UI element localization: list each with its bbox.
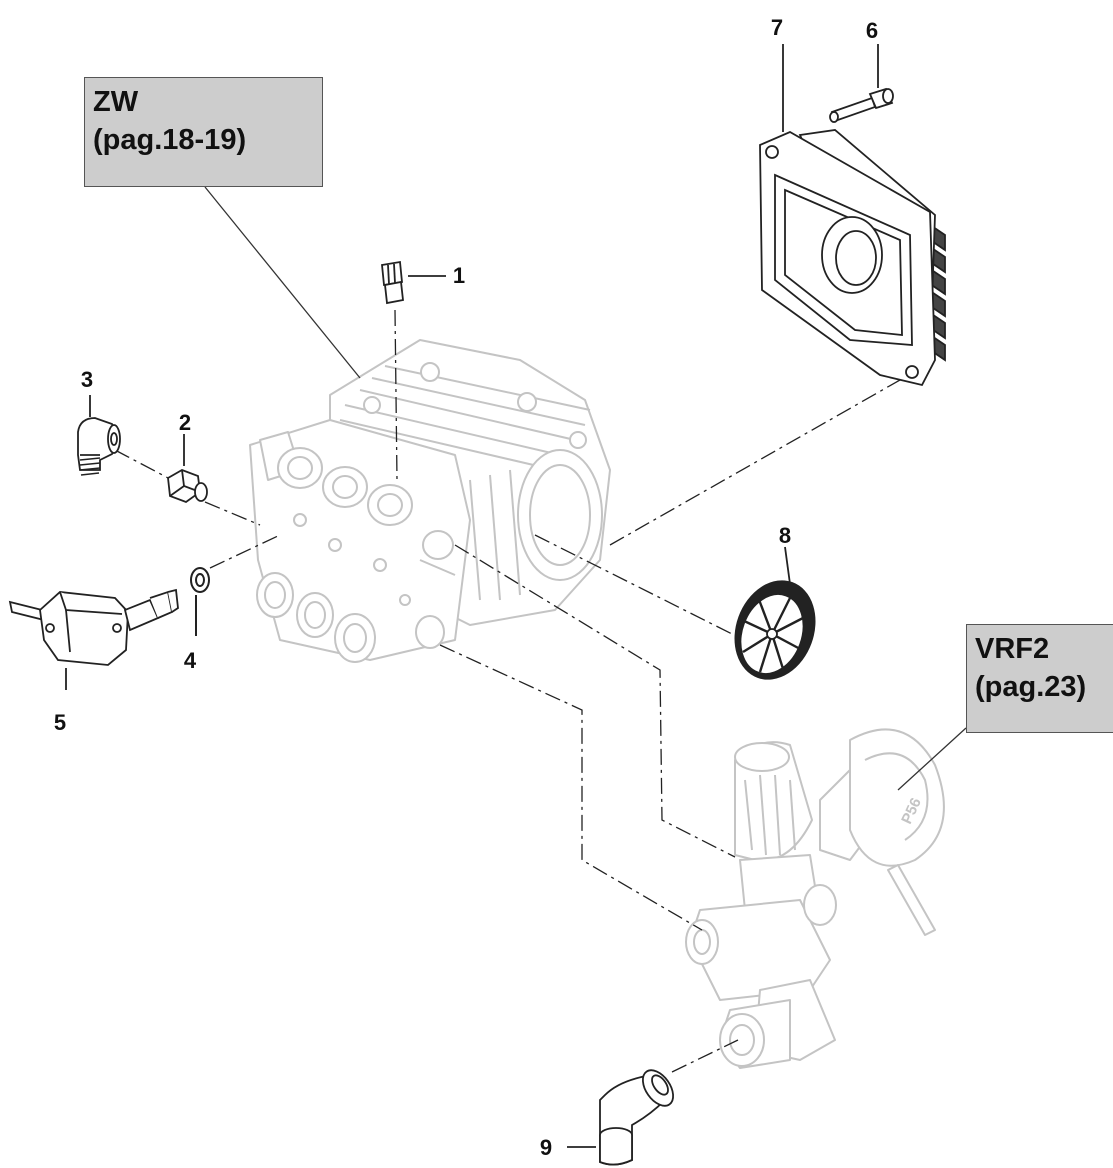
callout-8: 8: [779, 523, 791, 548]
callout-6: 6: [866, 18, 878, 43]
part-8-oil-cap: [734, 546, 816, 680]
reference-vrf2-name: VRF2: [975, 633, 1050, 665]
callout-5: 5: [54, 710, 66, 735]
callout-9: 9: [540, 1135, 552, 1160]
part-5-pressure-switch: [8, 588, 179, 690]
unloader-valve-ghost: [685, 728, 945, 1069]
reference-zw-pages: (pag.18-19): [93, 124, 247, 156]
part-4-washer: [190, 567, 210, 636]
part-2-hex-plug: [167, 434, 208, 504]
part-3-elbow: [77, 395, 121, 476]
part-6-screw: [829, 44, 894, 123]
pump-body-ghost: [249, 339, 611, 663]
callout-2: 2: [179, 410, 191, 435]
reference-zw-name: ZW: [93, 86, 139, 118]
callout-1: 1: [453, 263, 465, 288]
reference-box-zw: ZW (pag.18-19): [84, 77, 323, 187]
callout-3: 3: [81, 367, 93, 392]
reference-vrf2-pages: (pag.23): [975, 671, 1087, 703]
callout-7: 7: [771, 15, 783, 40]
assembly-lines: [114, 309, 901, 1073]
part-1-fitting: [381, 260, 446, 305]
reference-leaders: [204, 186, 967, 791]
part-7-crankcase-cover: [759, 44, 946, 387]
reference-box-vrf2: VRF2 (pag.23): [966, 624, 1113, 733]
callout-4: 4: [184, 648, 197, 673]
part-9-elbow: [567, 1069, 675, 1166]
